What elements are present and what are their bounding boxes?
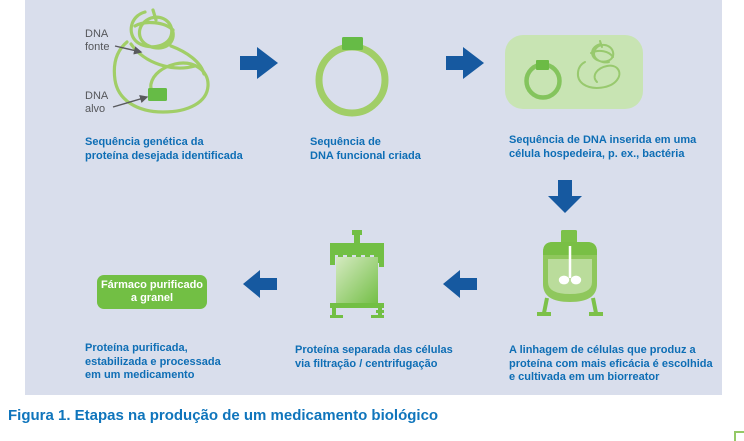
step5-caption: Proteína separada das células via filtra… bbox=[295, 344, 453, 371]
step2-caption: Sequência de DNA funcional criada bbox=[310, 136, 421, 163]
caption-line: em um medicamento bbox=[85, 369, 195, 381]
caption-line: Proteína purificada, bbox=[85, 342, 188, 354]
arrow-left-icon bbox=[243, 270, 277, 298]
caption-line: Sequência de bbox=[310, 136, 381, 148]
host-cell-icon bbox=[505, 35, 643, 109]
caption-line: Sequência genética da bbox=[85, 136, 204, 148]
step6-caption: Proteína purificada, estabilizada e proc… bbox=[85, 342, 221, 383]
caption-line: proteína desejada identificada bbox=[85, 149, 243, 162]
caption-line: A linhagem de células que produz a bbox=[509, 344, 696, 356]
caption-line: estabilizada e processada bbox=[85, 355, 221, 368]
bioreactor-tank-icon bbox=[537, 230, 603, 316]
label-line: fonte bbox=[85, 40, 110, 53]
label-line: DNA bbox=[85, 90, 109, 102]
dna-fonte-label: DNA fonte bbox=[85, 28, 109, 53]
step1-caption: Sequência genética da proteína desejada … bbox=[85, 136, 243, 163]
dna-tangle-icon bbox=[112, 8, 210, 114]
label-line: DNA bbox=[85, 28, 109, 40]
filtration-unit-icon bbox=[330, 230, 384, 318]
caption-line: DNA funcional criada bbox=[310, 149, 421, 162]
figure-caption: Figura 1. Etapas na produção de um medic… bbox=[8, 407, 439, 424]
arrow-left-icon bbox=[443, 270, 477, 298]
arrow-right-icon bbox=[240, 47, 278, 79]
page-corner-mark-icon bbox=[734, 431, 744, 441]
plasmid-ring-icon bbox=[315, 37, 389, 117]
box-line: a granel bbox=[130, 292, 174, 304]
caption-line: proteína com mais eficácia é escolhida bbox=[509, 357, 713, 370]
caption-line: Proteína separada das células bbox=[295, 344, 453, 356]
label-line: alvo bbox=[85, 102, 106, 115]
caption-line: via filtração / centrifugação bbox=[295, 357, 438, 370]
dna-alvo-label: DNA alvo bbox=[85, 90, 108, 115]
caption-line: e cultivada em um biorreator bbox=[509, 371, 660, 383]
box-line: Fármaco purificado bbox=[100, 279, 204, 291]
caption-line: Sequência de DNA inserida em uma bbox=[509, 134, 697, 146]
arrow-right-icon bbox=[446, 47, 484, 79]
step4-caption: A linhagem de células que produz a prote… bbox=[509, 344, 713, 385]
step3-caption: Sequência de DNA inserida em uma célula … bbox=[509, 134, 696, 161]
bulk-drug-box: Fármaco purificado a granel bbox=[97, 275, 207, 309]
arrow-down-icon bbox=[548, 180, 582, 213]
caption-line: célula hospedeira, p. ex., bactéria bbox=[509, 147, 685, 160]
